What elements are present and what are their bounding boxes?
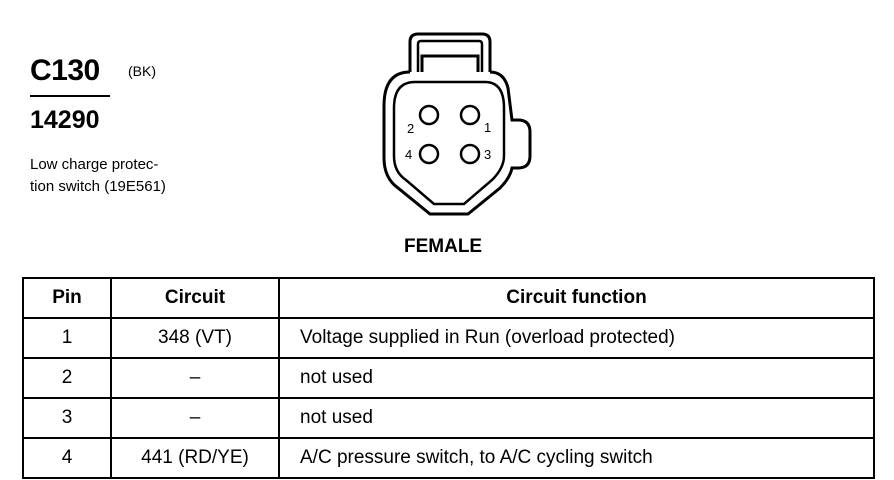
circuit-cell: 348 (VT) [110, 317, 280, 359]
table-row: 1 348 (VT) Voltage supplied in Run (over… [22, 317, 875, 359]
description-line: Low charge protec- [30, 156, 159, 173]
title-rule [30, 95, 110, 97]
connector-body [382, 70, 532, 216]
function-cell: not used [278, 397, 875, 439]
pin-cell: 2 [22, 357, 112, 399]
pin-label-3: 3 [484, 147, 491, 162]
table-row: 2 – not used [22, 357, 875, 399]
connector-face-diagram: 2 1 4 3 [382, 32, 532, 216]
description-line: tion switch (19E561) [30, 178, 166, 195]
connector-gender: FEMALE [404, 236, 483, 257]
pin-cavity-4 [418, 143, 440, 165]
part-number: 14290 [30, 106, 100, 134]
pin-cavity-2 [418, 104, 440, 126]
connector-latch [408, 32, 492, 88]
pin-label-4: 4 [405, 147, 412, 162]
pin-label-1: 1 [484, 120, 491, 135]
function-cell: A/C pressure switch, to A/C cycling swit… [278, 437, 875, 479]
circuit-cell: – [110, 357, 280, 399]
header-circuit: Circuit [110, 277, 280, 319]
circuit-cell: – [110, 397, 280, 439]
pin-cell: 3 [22, 397, 112, 439]
pinout-table: Pin Circuit Circuit function 1 348 (VT) … [22, 277, 875, 479]
function-cell: not used [278, 357, 875, 399]
pin-cavity-1 [459, 104, 481, 126]
pin-label-2: 2 [407, 121, 414, 136]
table-header-row: Pin Circuit Circuit function [22, 277, 875, 319]
pin-cell: 4 [22, 437, 112, 479]
header-circuit-function: Circuit function [278, 277, 875, 319]
connector-description: Low charge protec- tion switch (19E561) [30, 154, 200, 198]
table-row: 4 441 (RD/YE) A/C pressure switch, to A/… [22, 437, 875, 479]
table-row: 3 – not used [22, 397, 875, 439]
function-cell: Voltage supplied in Run (overload protec… [278, 317, 875, 359]
pin-cavity-3 [459, 143, 481, 165]
color-code: (BK) [128, 63, 156, 79]
connector-code: C130 [30, 54, 100, 87]
header-pin: Pin [22, 277, 112, 319]
pin-cell: 1 [22, 317, 112, 359]
circuit-cell: 441 (RD/YE) [110, 437, 280, 479]
